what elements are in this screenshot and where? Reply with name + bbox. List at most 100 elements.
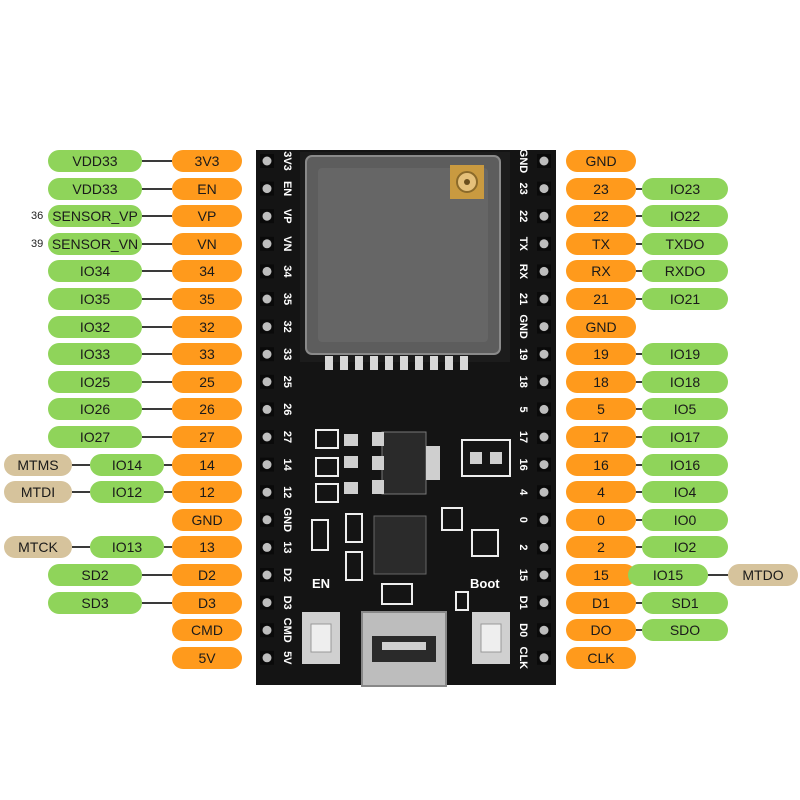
left-gpio-label: SENSOR_VN <box>48 232 142 255</box>
header-pin-hole <box>539 598 549 608</box>
left-connector <box>142 574 172 576</box>
left-silk-label: 27 <box>281 431 293 443</box>
right-gpio-label: IO15 <box>628 564 708 586</box>
left-gpio-label: SENSOR_VP <box>48 205 142 228</box>
header-pin-hole <box>262 156 272 166</box>
left-silk-label: 13 <box>281 541 293 553</box>
left-pin-label: 33 <box>172 343 242 366</box>
voltage-regulator <box>381 431 427 495</box>
right-silk-label: GND <box>517 314 529 339</box>
left-connector <box>142 353 172 356</box>
left-pin-label: VN <box>172 232 242 255</box>
right-pin-label: CLK <box>566 646 636 669</box>
left-gpio-label: IO13 <box>90 536 164 559</box>
right-silk-label: D0 <box>517 623 529 637</box>
left-pin-label: 27 <box>172 426 242 448</box>
left-silk-label: 14 <box>281 458 293 471</box>
right-silk-label: CLK <box>517 646 529 669</box>
right-connector <box>636 298 642 300</box>
right-gpio-label: IO5 <box>642 398 728 421</box>
header-pin-hole <box>262 377 272 387</box>
left-silk-label: GND <box>281 508 293 533</box>
right-silk-label: 15 <box>517 569 529 581</box>
left-connector <box>142 325 172 328</box>
right-pin-label: 4 <box>566 481 636 504</box>
left-silk-label: D3 <box>281 596 293 610</box>
header-pin-hole <box>539 322 549 332</box>
header-pin-hole <box>262 460 272 470</box>
right-silk-label: 18 <box>517 376 529 388</box>
right-silk-label: 2 <box>517 544 529 550</box>
left-silk-label: CMD <box>281 618 293 643</box>
right-pin-label: TX <box>566 232 636 255</box>
left-pin-label: D2 <box>172 564 242 586</box>
left-pin-label: 12 <box>172 481 242 504</box>
right-gpio-label: RXDO <box>642 260 728 283</box>
left-connector <box>164 491 172 494</box>
left-gpio-label: IO14 <box>90 453 164 476</box>
right-jtag-label: MTDO <box>728 564 798 586</box>
left-connector <box>142 380 172 383</box>
left-connector <box>142 215 172 218</box>
left-gpio-number: 36 <box>31 210 44 223</box>
right-silk-label: 17 <box>517 431 529 443</box>
header-pin-hole <box>262 432 272 442</box>
header-pin-hole <box>262 487 272 497</box>
left-connector <box>142 408 172 411</box>
right-connector <box>636 380 642 383</box>
left-jtag-connector <box>72 546 90 549</box>
header-pin-hole <box>262 294 272 304</box>
header-pins: 3V3ENVPVN343532332526271412GND13D2D3CMD5… <box>260 149 551 669</box>
right-silk-label: 0 <box>517 517 529 523</box>
right-connector <box>636 601 642 604</box>
header-pin-hole <box>539 570 549 580</box>
right-connector <box>636 491 642 494</box>
left-gpio-label: IO33 <box>48 343 142 366</box>
right-silk-label: 16 <box>517 458 529 470</box>
right-pin-label: DO <box>566 619 636 642</box>
header-pin-hole <box>539 404 549 414</box>
right-gpio-label: IO18 <box>642 370 728 393</box>
left-pin-label: GND <box>172 508 242 531</box>
right-connector <box>636 546 642 549</box>
right-gpio-label: IO2 <box>642 536 728 559</box>
header-pin-hole <box>262 266 272 276</box>
en-button-label: EN <box>312 576 331 591</box>
header-pin-hole <box>539 625 549 635</box>
right-pin-label: 16 <box>566 453 636 476</box>
left-pin-label: 26 <box>172 398 242 421</box>
left-gpio-number: 39 <box>31 237 44 250</box>
left-silk-label: 5V <box>281 651 293 665</box>
header-pin-hole <box>262 184 272 194</box>
right-pin-label: GND <box>566 150 636 172</box>
right-silk-label: 22 <box>517 210 529 222</box>
right-silk-label: TX <box>517 237 529 252</box>
header-pin-hole <box>539 266 549 276</box>
left-pin-label: 25 <box>172 370 242 393</box>
right-pin-label: 23 <box>566 177 636 200</box>
right-pin-label: 21 <box>566 288 636 310</box>
left-connector <box>142 298 172 300</box>
left-gpio-label: IO34 <box>48 260 142 283</box>
left-connector <box>164 463 172 466</box>
right-silk-label: 21 <box>517 293 529 305</box>
header-pin-hole <box>539 349 549 359</box>
right-silk-label: RX <box>517 264 529 280</box>
right-gpio-label: TXDO <box>642 232 728 255</box>
right-pin-label: RX <box>566 260 636 283</box>
right-silk-label: 23 <box>517 182 529 194</box>
left-connector <box>164 546 172 549</box>
right-pin-label: 15 <box>566 564 636 586</box>
left-silk-label: 34 <box>281 265 293 278</box>
header-pin-hole <box>262 322 272 332</box>
right-silk-label: 4 <box>517 489 529 496</box>
right-pin-label: D1 <box>566 591 636 614</box>
right-pin-label: GND <box>566 315 636 338</box>
left-connector <box>142 601 172 604</box>
right-connector <box>636 270 642 273</box>
boot-button-label: Boot <box>470 576 500 591</box>
left-connector <box>142 242 172 245</box>
right-connector <box>636 242 642 245</box>
shield-inner <box>318 168 488 342</box>
